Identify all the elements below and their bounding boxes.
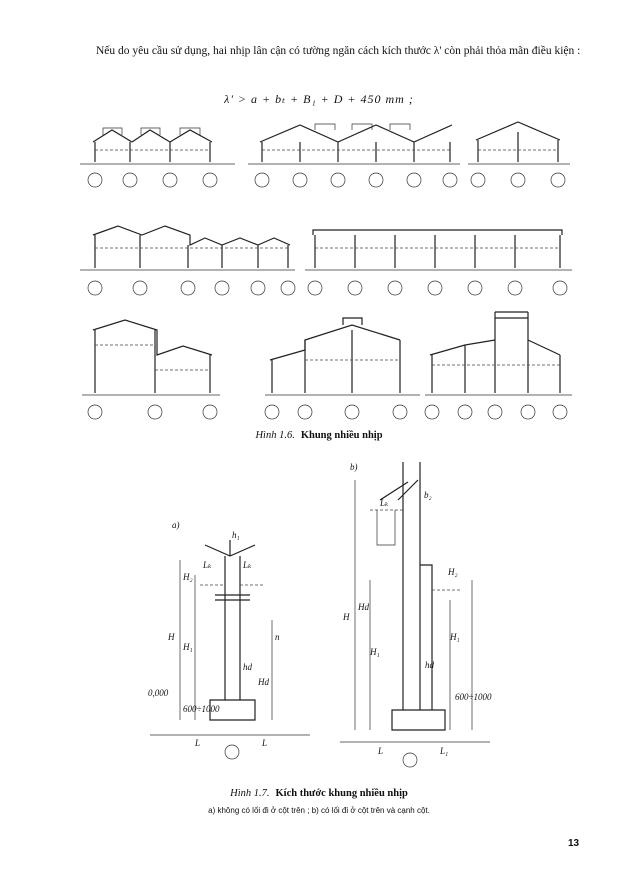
- intro-paragraph: Nếu do yêu cầu sử dụng, hai nhịp lân cận…: [96, 45, 581, 57]
- label-a-2: Lₖ: [242, 560, 252, 570]
- label-b-5: H₁: [449, 632, 460, 642]
- frame-diagram-4: [80, 225, 296, 296]
- label-b-2: H₂: [447, 567, 458, 577]
- figure-1-7-subcaption: a) không có lối đi ở cột trên ; b) có lố…: [208, 806, 430, 815]
- page-number: 13: [568, 838, 580, 849]
- figure-1-6-label: Hình 1.6.: [255, 430, 295, 441]
- frame-diagram-2: [248, 123, 460, 188]
- figure-1-6-title: Khung nhiều nhịp: [300, 430, 383, 441]
- label-b-6: hd: [425, 660, 435, 670]
- label-a-5: H₁: [182, 642, 193, 652]
- figure-1-7-label: Hình 1.7.: [230, 788, 270, 799]
- formula: λ' > a + bₜ + B₁ + D + 450 mm ;: [224, 92, 414, 106]
- figure-1-7-title: Kích thước khung nhiều nhịp: [275, 788, 408, 799]
- label-b-9: L: [377, 746, 383, 756]
- figure-1-6-caption: Hình 1.6. Khung nhiều nhịp: [0, 430, 638, 441]
- column-diagram-a: [150, 540, 310, 760]
- frame-diagram-5: [305, 229, 572, 296]
- frame-diagram-3: [468, 121, 570, 188]
- panel-a-tag: a): [172, 520, 180, 530]
- column-diagram-b: [340, 462, 490, 768]
- panel-b-tag: b): [350, 462, 358, 472]
- label-a-8: Hd: [257, 677, 269, 687]
- frame-diagram-6: [82, 319, 220, 420]
- label-a-12: L: [261, 738, 267, 748]
- label-b-4: Hd: [357, 602, 369, 612]
- label-b-7: H₁: [369, 647, 380, 657]
- label-a-1: Lₖ: [202, 560, 212, 570]
- label-a-4: H: [167, 632, 175, 642]
- frame-diagram-7: [264, 317, 420, 420]
- frame-diagram-1: [80, 127, 235, 188]
- frame-diagram-8: [424, 311, 572, 420]
- label-a-9: 0,000: [148, 688, 169, 698]
- label-b-1: Lₖ: [379, 498, 389, 508]
- label-a-0: h₁: [232, 530, 240, 540]
- label-b-0: b₂: [424, 490, 432, 500]
- label-b-3: H: [342, 612, 350, 622]
- label-b-10: L₁: [439, 746, 448, 756]
- label-a-6: n: [275, 632, 280, 642]
- label-a-3: H₂: [182, 572, 193, 582]
- label-a-11: L: [194, 738, 200, 748]
- label-a-7: hd: [243, 662, 253, 672]
- figure-1-7-caption: Hình 1.7. Kích thước khung nhiều nhịp: [0, 788, 638, 799]
- label-a-10: 600÷1000: [183, 704, 220, 714]
- label-b-8: 600÷1000: [455, 692, 492, 702]
